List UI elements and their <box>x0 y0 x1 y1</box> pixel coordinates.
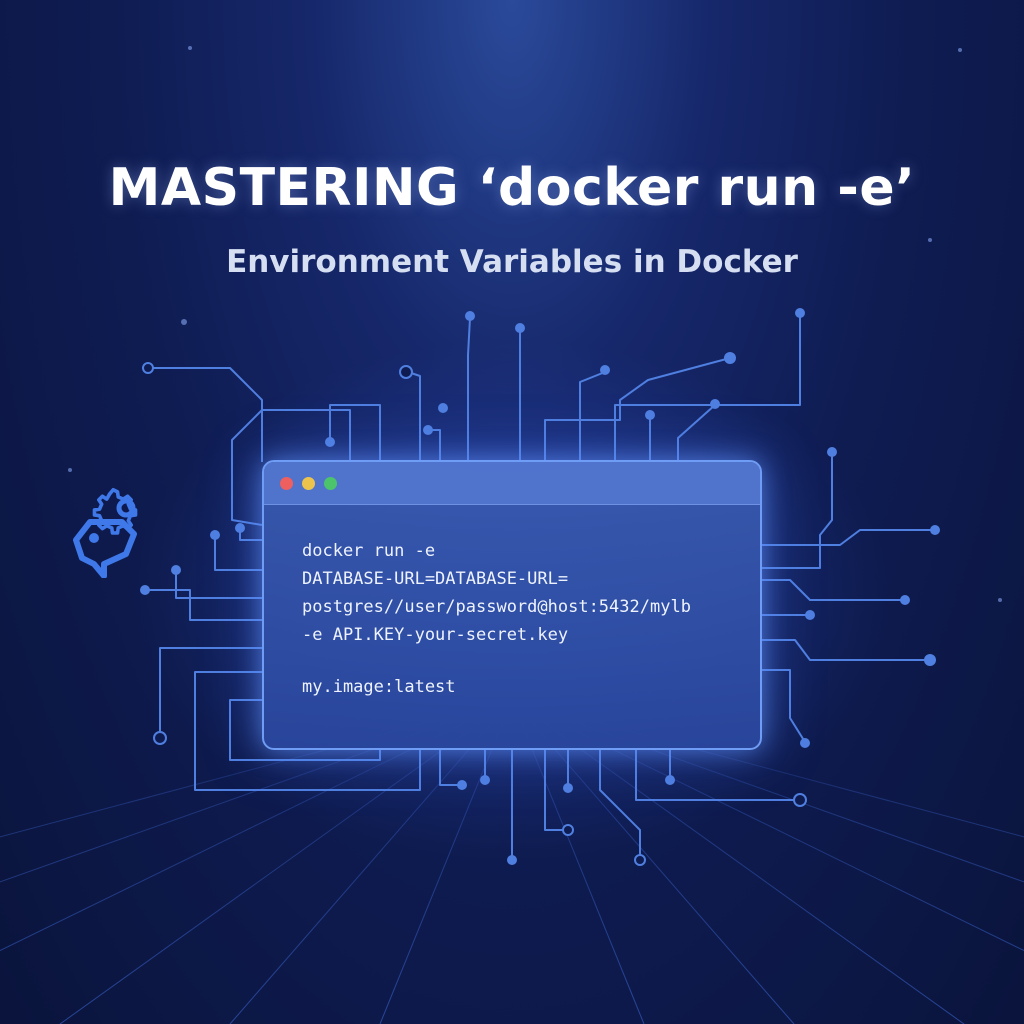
docker-gear-icon <box>73 487 138 578</box>
image-line: my.image:latest <box>302 677 456 697</box>
command-line: postgres//user/password@host:5432/mylb <box>302 597 691 617</box>
maximize-dot-icon[interactable] <box>324 476 337 490</box>
subtitle: Environment Variables in Docker <box>226 244 798 280</box>
command-line: -e API.KEY-your-secret.key <box>302 625 569 645</box>
terminal-body: docker run -e DATABASE-URL=DATABASE-URL=… <box>264 505 760 701</box>
close-dot-icon[interactable] <box>280 476 293 490</box>
headline: MASTERING ‘docker run -e’ <box>108 158 916 218</box>
circuit-traces <box>145 315 935 860</box>
terminal-window: docker run -e DATABASE-URL=DATABASE-URL=… <box>262 460 762 750</box>
sparkles <box>68 46 1002 602</box>
terminal-titlebar <box>264 462 760 505</box>
circuit-nodes <box>140 308 940 865</box>
command-line: docker run -e <box>302 541 436 561</box>
command-line: DATABASE-URL=DATABASE-URL= <box>302 569 569 589</box>
circuit-rings <box>142 362 807 866</box>
minimize-dot-icon[interactable] <box>302 476 315 490</box>
